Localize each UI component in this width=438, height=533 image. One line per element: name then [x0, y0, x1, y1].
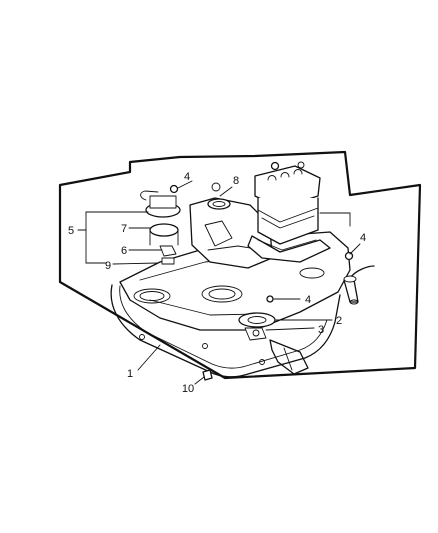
- callout-5: 5: [68, 225, 74, 237]
- callout-4-lower: 4: [305, 294, 311, 306]
- bolt-part: [202, 369, 213, 381]
- callout-6: 6: [121, 245, 127, 257]
- lock-ring: [207, 182, 231, 210]
- nut-parts: [169, 161, 354, 303]
- callout-4-top: 4: [184, 171, 190, 183]
- callout-9: 9: [105, 260, 111, 272]
- leader-lines: [77, 180, 361, 385]
- fuel-level-sender: [238, 312, 276, 341]
- callout-1: 1: [127, 368, 133, 380]
- fuel-filler-housing: [247, 161, 331, 263]
- fuel-tank: [110, 197, 351, 378]
- filler-neck: [343, 265, 375, 305]
- callout-3: 3: [318, 324, 324, 336]
- callout-7: 7: [121, 223, 127, 235]
- callout-8: 8: [233, 175, 239, 187]
- callout-10: 10: [182, 383, 194, 395]
- fuel-pump-module: [140, 190, 181, 265]
- assembly-boundary-outline: [58, 150, 422, 380]
- callout-2: 2: [336, 315, 342, 327]
- callout-4-right: 4: [360, 232, 366, 244]
